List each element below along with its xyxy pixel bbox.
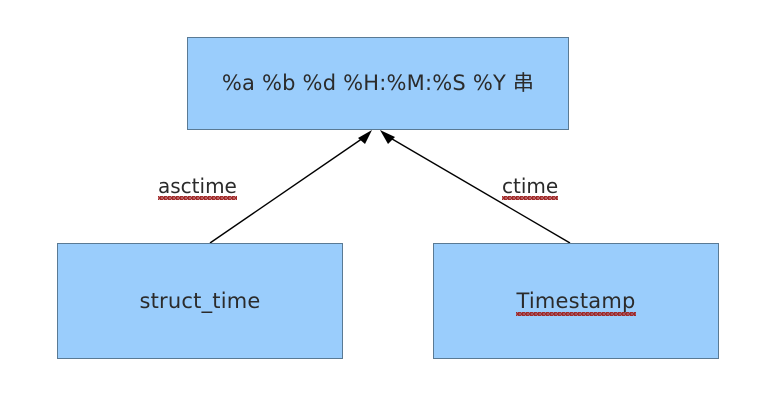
node-timestamp[interactable]: Timestamp xyxy=(433,243,719,359)
edge-asctime-arrowhead xyxy=(358,130,372,144)
edge-ctime-arrowhead xyxy=(380,130,395,144)
node-timestamp-label: Timestamp xyxy=(516,288,636,316)
edge-label-ctime-text: ctime xyxy=(502,174,559,200)
node-format-string[interactable]: %a %b %d %H:%M:%S %Y 串 xyxy=(187,37,569,130)
edge-label-asctime: asctime xyxy=(158,174,237,200)
node-format-string-label: %a %b %d %H:%M:%S %Y 串 xyxy=(221,71,535,95)
edge-label-asctime-text: asctime xyxy=(158,174,237,200)
edge-label-ctime: ctime xyxy=(502,174,559,200)
node-struct-time-label: struct_time xyxy=(139,288,261,313)
node-struct-time[interactable]: struct_time xyxy=(57,243,343,359)
